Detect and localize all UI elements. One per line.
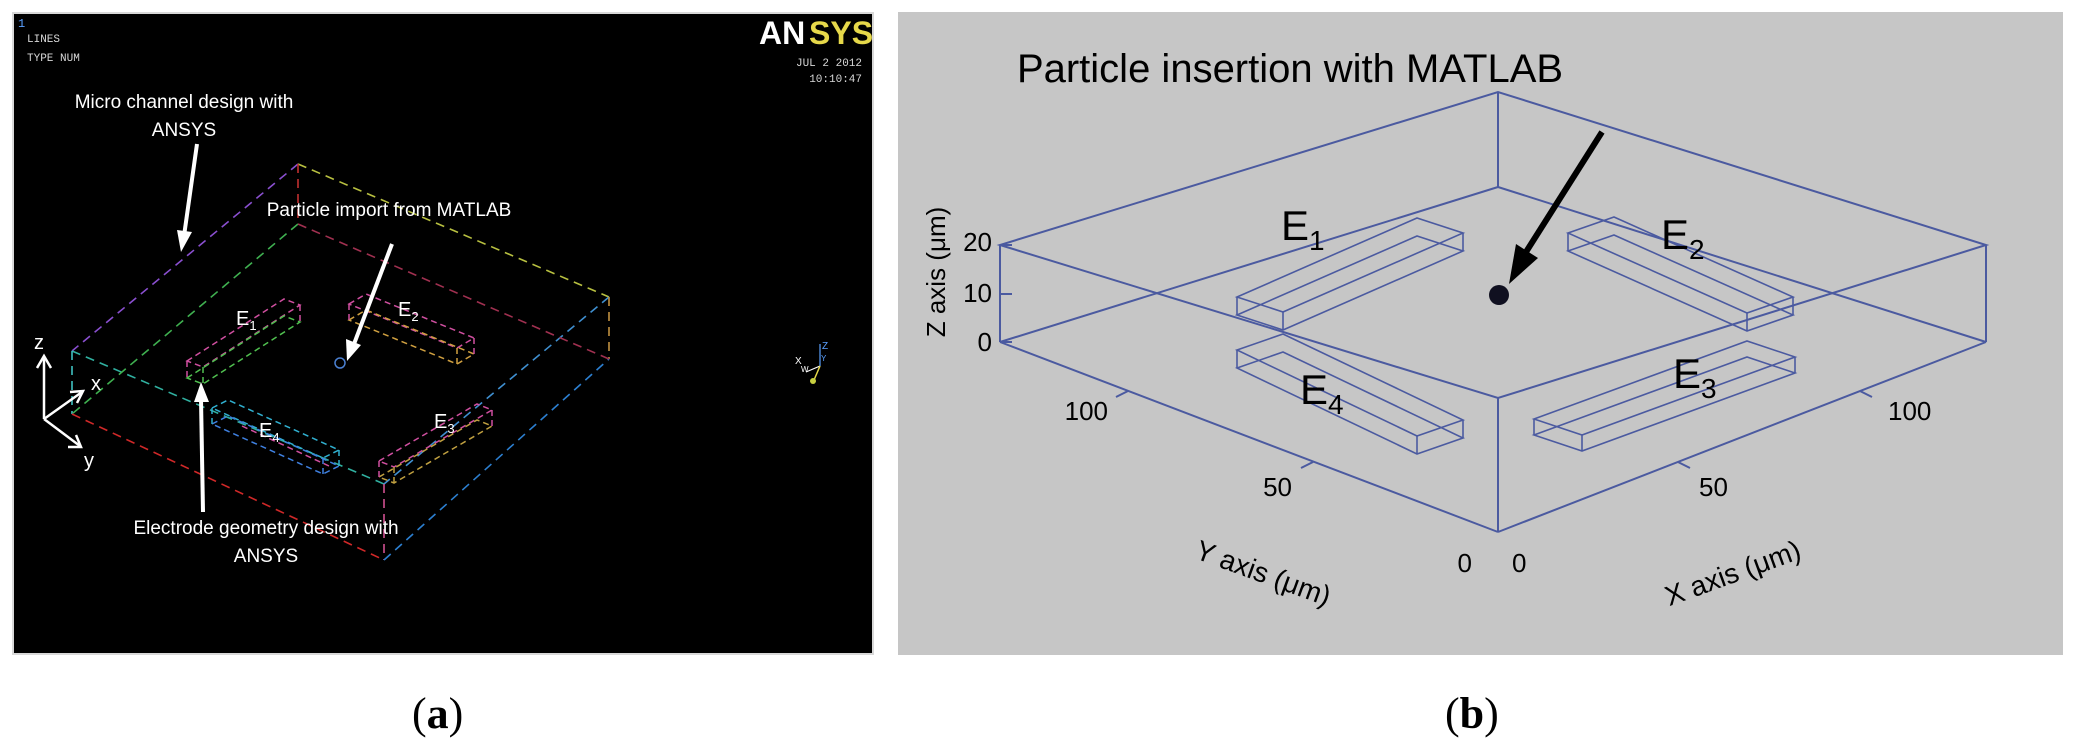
x-ticks: 0 50 100	[1512, 396, 1931, 578]
ansys-electrodes	[185, 293, 494, 484]
y-axis-line	[43, 418, 81, 447]
caption-b: (b)	[1445, 689, 1499, 738]
date-label: JUL 2 2012	[796, 58, 862, 70]
matlab-label-e4: E4	[1300, 366, 1344, 420]
arrow-to-particle	[346, 243, 394, 361]
microchannel-box	[71, 163, 610, 561]
box-bottom-back-right	[1497, 186, 1987, 343]
axis-z-label: z	[34, 332, 44, 354]
matlab-electrode-e1	[1234, 217, 1466, 331]
z-tick-20: 20	[963, 227, 992, 257]
x-axis-arrowhead	[69, 389, 86, 404]
ansys-electrode-e4	[210, 399, 341, 475]
view-triad: X W Z Y	[795, 341, 828, 384]
axis-y-label: y	[84, 450, 94, 472]
x-tick-0: 0	[1512, 548, 1526, 578]
box-top-edge-back-left	[71, 163, 299, 352]
z-axis-arrowhead	[35, 353, 53, 369]
ansys-label-e1: E1	[236, 308, 257, 333]
box-middle-diag-left	[71, 223, 299, 415]
matlab-electrode-e2	[1565, 216, 1796, 332]
ansys-label-e2: E2	[398, 299, 419, 324]
matlab-panel: Particle insertion with MATLAB	[898, 12, 2063, 655]
axis-x-label: x	[91, 373, 101, 395]
y-axis-arrowhead	[68, 434, 83, 449]
matlab-label-e3: E3	[1673, 350, 1717, 404]
z-tick-0: 0	[978, 327, 992, 357]
box-bottom-back-left	[999, 186, 1499, 343]
view-triad-origin	[810, 378, 816, 384]
ansys-logo: AN SYS	[759, 15, 872, 51]
x-tick-50: 50	[1699, 472, 1728, 502]
matlab-box	[996, 90, 1990, 533]
y-axis-label: Y axis (μm)	[1191, 534, 1335, 612]
x-axis-label: X axis (μm)	[1661, 534, 1805, 612]
ansys-particle	[334, 357, 346, 369]
box-bottom-front-left	[999, 341, 1499, 533]
ansys-panel: 1 LINES TYPE NUM AN SYS JUL 2 2012 10:10…	[12, 12, 874, 655]
y-tick-0: 0	[1458, 548, 1472, 578]
time-label: 10:10:47	[809, 74, 862, 86]
box-top-edge-front-right	[383, 296, 610, 485]
logo-an: AN	[759, 15, 805, 51]
matlab-electrode-e4	[1234, 333, 1466, 455]
box-middle-diag-right	[297, 223, 610, 360]
annotation-micro-line1: Micro channel design with	[75, 92, 294, 113]
y-tick-100: 100	[1065, 396, 1108, 426]
box-bottom-edge-right	[383, 358, 610, 561]
triad-z-label: Z	[822, 341, 828, 352]
arrow-to-particle-matlab	[1509, 130, 1605, 284]
annotation-electrode-line2: ANSYS	[234, 546, 298, 567]
z-ticks: 20 10 0	[963, 227, 992, 357]
annotation-micro-line2: ANSYS	[152, 120, 216, 141]
box-bottom-edge-left	[71, 413, 385, 561]
matlab-label-e2: E2	[1661, 211, 1705, 265]
z-tick-marks	[1000, 244, 1012, 343]
z-axis-label: Z axis (μm)	[921, 207, 951, 338]
matlab-plot: Particle insertion with MATLAB	[921, 47, 1990, 612]
logo-sys: SYS	[809, 15, 872, 51]
ansys-electrode-e3	[377, 403, 494, 484]
ansys-viewport: 1 LINES TYPE NUM AN SYS JUL 2 2012 10:10…	[18, 15, 872, 567]
x-tick-marks	[1677, 390, 1873, 469]
matlab-title: Particle insertion with MATLAB	[1017, 47, 1563, 91]
matlab-label-e1: E1	[1281, 202, 1325, 256]
window-number: 1	[18, 17, 25, 31]
annotation-particle: Particle import from MATLAB	[267, 200, 512, 221]
triad-w-label: W	[801, 365, 809, 374]
triad-y-label: Y	[821, 354, 827, 363]
info-type: TYPE NUM	[27, 53, 80, 65]
annotation-arrows	[177, 143, 394, 513]
info-lines: LINES	[27, 34, 60, 46]
x-axis-line	[43, 390, 83, 421]
matlab-electrodes	[1234, 216, 1798, 455]
box-top-edge-front-left	[71, 350, 385, 485]
triad-x-label: X	[795, 356, 802, 367]
annotation-electrode-line1: Electrode geometry design with	[133, 518, 398, 539]
ansys-label-e4: E4	[259, 420, 280, 445]
y-tick-50: 50	[1263, 472, 1292, 502]
matlab-particle	[1489, 285, 1509, 305]
box-top-face	[996, 90, 1990, 400]
z-tick-10: 10	[963, 278, 992, 308]
y-tick-marks	[1115, 390, 1314, 469]
ansys-label-e3: E3	[434, 411, 455, 436]
ansys-electrode-e1	[185, 298, 302, 385]
caption-a: (a)	[412, 689, 464, 738]
x-tick-100: 100	[1888, 396, 1931, 426]
matlab-electrode-e3	[1531, 340, 1798, 452]
y-ticks: 100 50 0	[1065, 396, 1472, 578]
arrow-to-electrode	[194, 382, 209, 513]
box-bottom-front-right	[1497, 341, 1987, 533]
ansys-electrode-e2	[347, 293, 476, 365]
arrow-to-channel	[177, 143, 199, 252]
box-top-edge-back-right	[297, 163, 610, 298]
axis-triad	[35, 353, 86, 449]
